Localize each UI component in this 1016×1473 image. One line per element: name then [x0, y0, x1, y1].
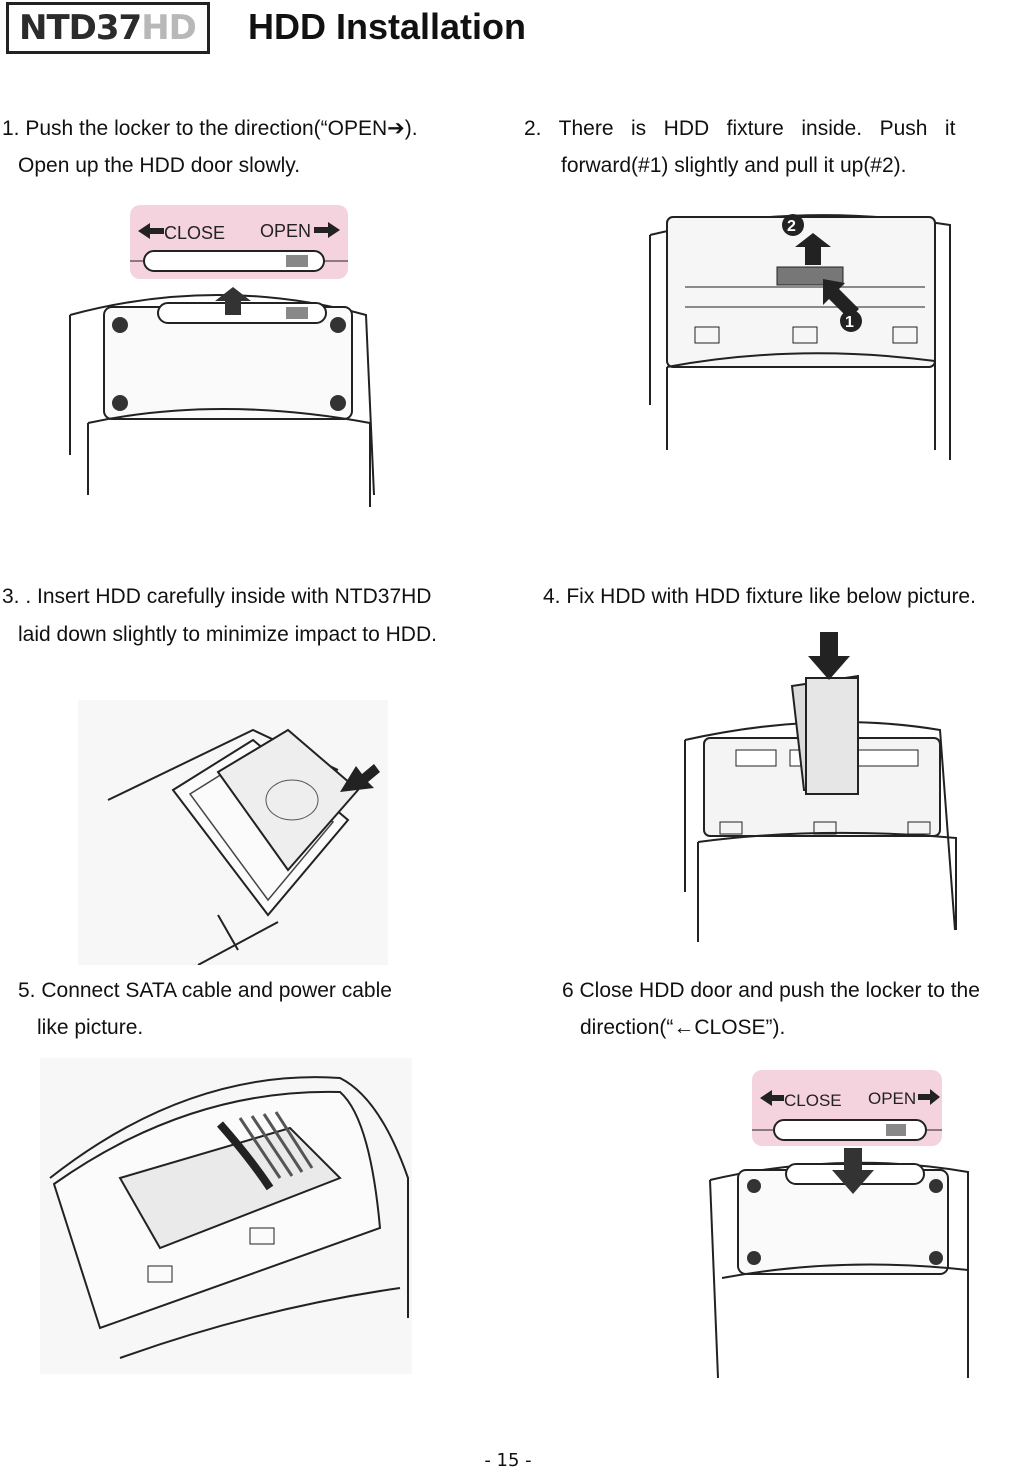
arrow-right-icon [918, 1089, 940, 1105]
step-1-line-1: 1. Push the locker to the direction(“OPE… [2, 117, 418, 140]
figure-step-1: CLOSE OPEN [69, 205, 375, 507]
arrow-up-icon [215, 287, 251, 315]
step-5-line-2: like picture. [37, 1016, 144, 1039]
locker-open-label: OPEN [868, 1089, 916, 1108]
figure-step-4 [684, 632, 957, 942]
arrow-up-left-icon [823, 279, 859, 319]
locker-open-label: OPEN [260, 221, 311, 241]
step-1-line-2: Open up the HDD door slowly. [18, 154, 301, 177]
figure-step-6: CLOSE OPEN [709, 1070, 969, 1378]
callout-two-text: 2 [787, 218, 796, 235]
locker-close-label: CLOSE [164, 223, 225, 243]
arrow-up-icon [795, 233, 831, 265]
step-2-line-2: forward(#1) slightly and pull it up(#2). [561, 154, 907, 177]
step-5-line-1: 5. Connect SATA cable and power cable [18, 979, 392, 1002]
step-4-line-1: 4. Fix HDD with HDD fixture like below p… [543, 585, 976, 608]
page-number: - 15 - [484, 1450, 532, 1471]
locker-label-panel: CLOSE OPEN [752, 1070, 942, 1146]
step-3-line-1: 3. . Insert HDD carefully inside with NT… [2, 585, 432, 608]
locker-close-label: CLOSE [784, 1091, 842, 1110]
hdd-drive [216, 728, 360, 872]
power-cable [238, 1111, 314, 1179]
logo-main-text: NTD37 [19, 8, 142, 48]
arrow-down-icon [832, 1148, 874, 1194]
step-6-line-2: direction(“←CLOSE”). [580, 1016, 786, 1039]
figure-step-2: 2 1 [649, 214, 951, 460]
callout-one-text: 1 [845, 314, 854, 331]
sata-cable [217, 1121, 274, 1191]
arrow-left-icon [760, 1090, 784, 1106]
callout-one: 1 [840, 310, 862, 332]
locker-label-panel: CLOSE OPEN [130, 205, 348, 279]
step-6-line-1: 6 Close HDD door and push the locker to … [562, 979, 980, 1002]
arrow-down-icon [808, 632, 850, 680]
logo-suffix-text: HD [141, 8, 197, 48]
arrow-left-icon [138, 223, 164, 239]
step-2-line-1: 2. There is HDD fixture inside. Push it [524, 117, 956, 140]
figure-step-5 [40, 1058, 412, 1374]
arrow-right-icon [314, 222, 340, 238]
callout-two: 2 [782, 214, 804, 236]
figure-step-3 [78, 700, 388, 965]
hdd-door [737, 1169, 949, 1275]
page-title: HDD Installation [248, 6, 527, 47]
arrow-down-left-icon [340, 764, 380, 792]
step-3-line-2: laid down slightly to minimize impact to… [18, 623, 437, 646]
